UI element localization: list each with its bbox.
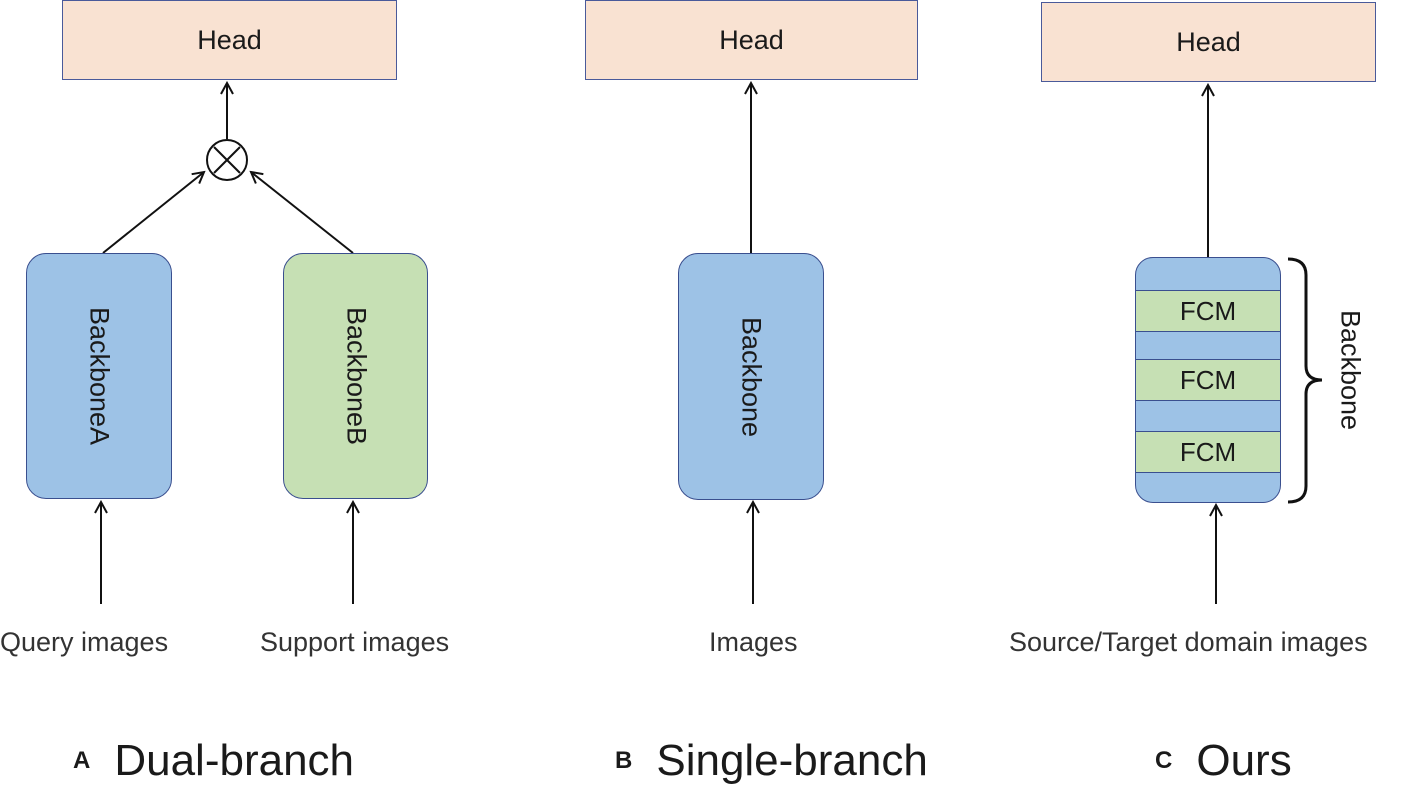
head-box-c: Head [1041,2,1376,82]
backbone-box: Backbone [678,253,824,500]
brace-label-box: Backbone [1330,300,1370,440]
fcm-label: FCM [1179,364,1237,395]
arrow-backbonea-to-otimes [102,172,204,254]
backbone-b-box: BackboneB [283,253,428,499]
panel-c-letter: C [1155,747,1173,774]
panel-a-letter: A [73,747,91,774]
fcm-label: FCM [1179,436,1237,467]
query-images-label: Query images [0,627,169,657]
backbone-brace [1287,257,1323,504]
brace-backbone-label: Backbone [1335,309,1366,431]
arrow-backboneb-to-otimes [251,172,354,254]
fcm-backbone-stack: FCM FCM FCM [1135,257,1281,503]
images-label: Images [709,627,798,657]
head-box-a: Head [62,0,397,80]
domain-images-label: Source/Target domain images [1009,627,1368,657]
panel-c-caption: C Ours [1155,736,1292,786]
head-box-b: Head [585,0,918,80]
head-label: Head [1176,26,1241,57]
fcm-block: FCM [1136,290,1280,332]
fcm-block: FCM [1136,431,1280,473]
fcm-label: FCM [1179,295,1237,326]
backbone-a-box: BackboneA [26,253,172,499]
backbone-label: Backbone [736,316,767,437]
backbone-b-label: BackboneB [341,306,371,446]
panel-a-title: Dual-branch [114,736,355,785]
panel-b-letter: B [615,747,633,774]
panel-b-title: Single-branch [656,736,928,785]
head-label: Head [197,24,262,55]
fcm-block: FCM [1136,359,1280,401]
support-images-label: Support images [260,627,450,657]
panel-b-caption: B Single-branch [615,736,928,786]
panel-c-title: Ours [1196,736,1292,785]
head-label: Head [719,24,784,55]
panel-a-caption: A Dual-branch [73,736,354,786]
backbone-a-label: BackboneA [84,306,115,446]
multiply-icon [206,139,248,181]
